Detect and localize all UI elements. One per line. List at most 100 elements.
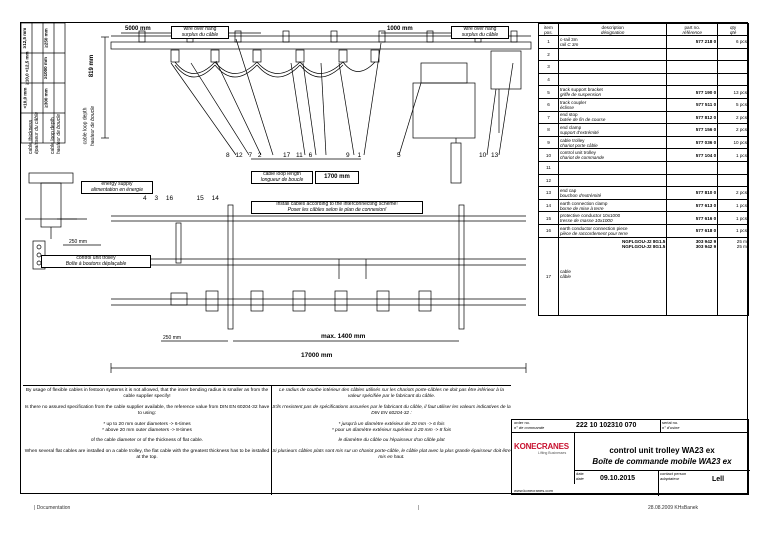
- row17-qty: 25 m 25 m: [717, 236, 749, 316]
- row-part-no: 577 511 0: [666, 97, 719, 112]
- row-qty: [717, 160, 749, 175]
- row-part-no: 577 218 0: [666, 35, 719, 49]
- callouts-far-right: 10 13: [479, 152, 499, 159]
- pendant-station: [450, 142, 462, 184]
- row-qty: [717, 72, 749, 87]
- row-pos: 7: [538, 110, 559, 125]
- footer-right: 28.08.2009 KHsBanek: [648, 505, 699, 511]
- row-pos: 10: [538, 148, 559, 162]
- row-qty: 1 pcs: [717, 223, 749, 238]
- notes-english: By usage of flexible cables in festoon s…: [23, 385, 271, 466]
- install-note: Install cables according to the intercon…: [251, 201, 423, 214]
- side-table-r2c1: ≥250 mm: [43, 28, 49, 48]
- side-table-header-2: épaisseur du câble: [34, 112, 40, 154]
- callouts-left-group: 8 12 7 2: [226, 152, 262, 159]
- row-qty: [717, 47, 749, 62]
- row-qty: 2 pcs: [717, 110, 749, 125]
- row-pos: 2: [538, 47, 559, 62]
- table-row-17: 17 NGFLGOU-J2 8G1.5 NGFLGOU-J2 8G1.5 cab…: [538, 236, 749, 316]
- row-part-no: 577 190 0: [666, 85, 719, 99]
- dim-max-1400: max. 1400 mm: [321, 333, 366, 340]
- side-table-r1c2: ≥10,0 <12,5 mm: [24, 51, 30, 85]
- serial-no-label: serial no.n° d'usine: [662, 420, 680, 430]
- row17-part: 303 942 9 303 942 9: [666, 236, 719, 316]
- row-part-no: 577 036 0: [666, 135, 719, 150]
- side-table-r2c2: ≥1000 mm: [42, 57, 48, 79]
- row-pos: 12: [538, 173, 559, 188]
- callouts-right-group: 9 1: [346, 152, 362, 159]
- row-qty: 6 pcs: [717, 35, 749, 49]
- row-part-no: 577 104 0: [666, 148, 719, 162]
- row17-desc: NGFLGOU-J2 8G1.5 NGFLGOU-J2 8G1.5 cable …: [557, 236, 668, 316]
- konecranes-logo: KONECRANES Lifting Businesses: [514, 442, 569, 455]
- c-rail: [110, 41, 532, 50]
- date-value: 09.10.2015: [600, 475, 636, 482]
- overhang-left-value: 5000 mm: [125, 26, 151, 32]
- row-qty: 1 pcs: [717, 211, 749, 225]
- row-part-no: 577 618 0: [666, 223, 719, 238]
- dim-250-left: 250 mm: [69, 239, 88, 245]
- overhang-right-value: 1000 mm: [387, 26, 413, 32]
- row-pos: 15: [538, 211, 559, 225]
- loop-depth-value: 819 mm: [89, 54, 96, 78]
- row-qty: 1 pcs: [717, 148, 749, 162]
- drawing-title-fr: Boîte de commande mobile WA23 ex: [592, 457, 732, 466]
- row-part-no: [666, 72, 719, 87]
- row-qty: 5 pcs: [717, 97, 749, 112]
- cable-loop-length-value: 1700 mm: [315, 171, 359, 184]
- title-block: order no.n° de commande 222 10 102310 07…: [511, 419, 750, 496]
- row-pos: 11: [538, 160, 559, 175]
- control-trolley-box: [412, 82, 476, 139]
- row-pos: 14: [538, 198, 559, 213]
- table-row: 2: [538, 47, 749, 62]
- row-qty: [717, 173, 749, 188]
- table-row: 12: [538, 173, 749, 188]
- row-part-no: 577 613 0: [666, 198, 719, 213]
- row-desc: [557, 47, 668, 62]
- callouts-middle-group: 17 11 6: [283, 152, 313, 159]
- side-table-r1c3: <10,0 mm: [22, 87, 28, 109]
- row-part-no: [666, 47, 719, 62]
- header-part-no: part no.référence: [666, 23, 719, 36]
- dim-250-lower: 250 mm: [163, 335, 182, 341]
- table-row: 4: [538, 72, 749, 87]
- row-part-no: 577 810 0: [666, 186, 719, 200]
- loop-depth-label-fr: hauteur de boucle: [90, 105, 97, 147]
- row-qty: 1 pcs: [717, 198, 749, 213]
- row-part-no: [666, 173, 719, 188]
- row-part-no: 577 812 0: [666, 110, 719, 125]
- website: www.konecranes.com: [514, 488, 553, 493]
- order-no-value: 222 10 102310 070: [576, 422, 637, 429]
- row-part-no: [666, 60, 719, 74]
- row-qty: 13 pcs: [717, 85, 749, 99]
- dim-total-17000: 17000 mm: [301, 352, 333, 359]
- row-part-no: 577 156 0: [666, 123, 719, 137]
- row-part-no: [666, 160, 719, 175]
- row-pos: 9: [538, 135, 559, 150]
- notes-french: Le radius de courbe intérieur des câbles…: [271, 385, 511, 495]
- row-pos: 3: [538, 60, 559, 74]
- row-pos: 1: [538, 35, 559, 49]
- row-pos: 5: [538, 85, 559, 99]
